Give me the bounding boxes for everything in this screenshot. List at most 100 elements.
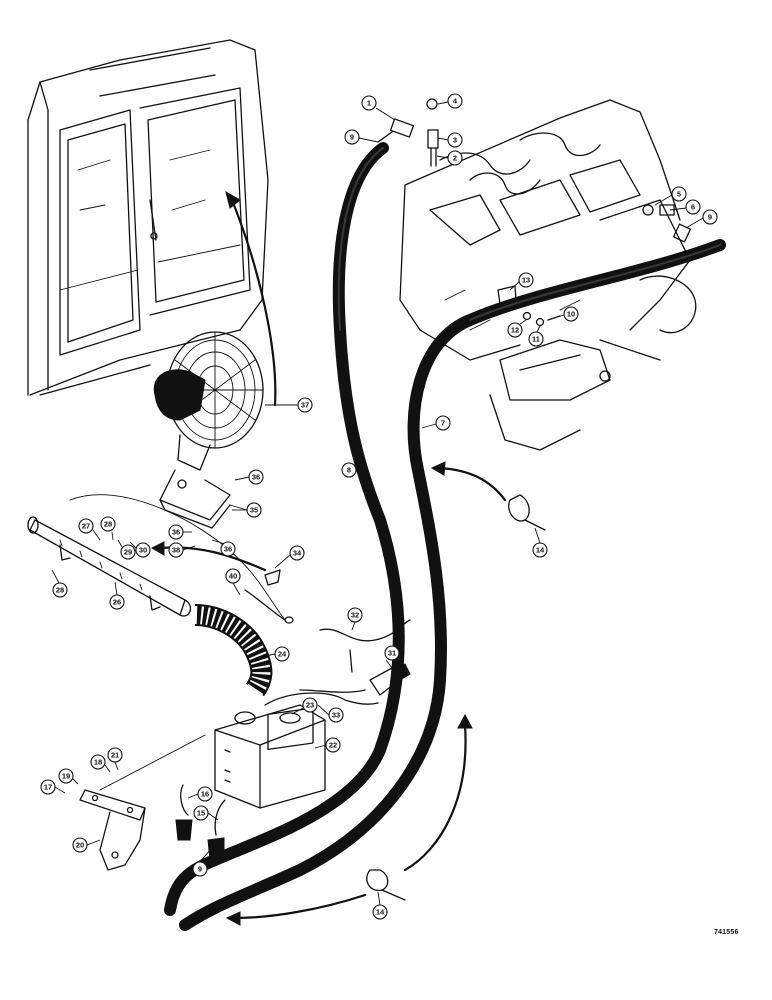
- callout-38: 38: [168, 542, 196, 558]
- callout-18: 18: [90, 754, 111, 773]
- svg-text:29: 29: [124, 548, 132, 557]
- callout-13: 13: [509, 272, 534, 291]
- callout-9c: 9: [192, 849, 211, 877]
- callout-7: 7: [421, 415, 451, 431]
- svg-text:14: 14: [536, 546, 545, 555]
- svg-text:36: 36: [252, 473, 260, 482]
- callout-3: 3: [437, 132, 463, 148]
- flexible-duct: [194, 604, 273, 697]
- callout-36b: 36: [168, 524, 192, 540]
- heater-hoses: [164, 142, 726, 931]
- callout-9b: 9: [685, 209, 718, 229]
- callout-17: 17: [40, 779, 66, 795]
- callout-37: 37: [265, 397, 313, 413]
- svg-text:3: 3: [453, 136, 457, 145]
- callout-23: 23: [291, 697, 318, 715]
- callout-36a: 36: [234, 469, 264, 485]
- callout-29: 29: [117, 539, 136, 560]
- callout-33: 33: [317, 704, 344, 723]
- svg-text:38: 38: [172, 546, 180, 555]
- callout-5: 5: [654, 186, 687, 206]
- cab-frame: [27, 39, 269, 396]
- callout-8: 8: [341, 462, 357, 478]
- hose-clamps: [175, 494, 546, 901]
- engine-fittings: [377, 98, 692, 327]
- svg-text:20: 20: [76, 841, 84, 850]
- callout-6: 6: [669, 199, 701, 215]
- callout-28a: 28: [51, 569, 68, 598]
- callout-26: 26: [109, 581, 125, 610]
- svg-text:18: 18: [94, 758, 102, 767]
- svg-text:32: 32: [351, 611, 359, 620]
- callout-10: 10: [553, 306, 579, 322]
- svg-text:12: 12: [511, 326, 519, 335]
- callouts: 1 2 3 4 5 6 7 8 9 9 9 10 11 12 13 14 14 …: [40, 93, 718, 920]
- svg-text:9: 9: [708, 213, 712, 222]
- svg-text:36: 36: [172, 528, 180, 537]
- callout-14a: 14: [532, 527, 548, 558]
- arrow-fan-to-cab: [230, 198, 277, 407]
- svg-text:6: 6: [691, 203, 695, 212]
- svg-text:37: 37: [301, 401, 309, 410]
- callout-27: 27: [78, 518, 101, 541]
- callout-30: 30: [129, 541, 151, 558]
- callout-12: 12: [507, 319, 527, 338]
- svg-text:9: 9: [350, 133, 354, 142]
- svg-text:33: 33: [332, 711, 340, 720]
- svg-text:9: 9: [198, 865, 202, 874]
- svg-text:22: 22: [329, 741, 337, 750]
- hose-7: [179, 239, 726, 931]
- callout-15: 15: [193, 805, 219, 821]
- svg-text:4: 4: [453, 97, 458, 106]
- callout-11: 11: [528, 325, 544, 347]
- svg-text:24: 24: [278, 650, 287, 659]
- callout-34: 34: [274, 545, 305, 569]
- svg-text:28: 28: [56, 586, 64, 595]
- svg-text:10: 10: [567, 310, 575, 319]
- svg-text:35: 35: [250, 506, 258, 515]
- callout-4: 4: [437, 93, 463, 109]
- svg-text:15: 15: [197, 809, 205, 818]
- svg-text:34: 34: [293, 549, 302, 558]
- svg-text:11: 11: [532, 335, 540, 344]
- callout-24: 24: [264, 646, 290, 662]
- wiring-and-switch: [244, 569, 411, 706]
- arrow-clamp-to-hose: [438, 466, 507, 502]
- callout-31: 31: [384, 645, 400, 669]
- callout-28b: 28: [100, 516, 116, 541]
- svg-text:14: 14: [376, 908, 385, 917]
- svg-text:1: 1: [367, 99, 371, 108]
- callout-1: 1: [361, 95, 396, 121]
- svg-text:36: 36: [224, 545, 232, 554]
- defroster-fan: [153, 331, 264, 529]
- arrow-clamp-upper: [403, 723, 467, 872]
- callout-19: 19: [58, 768, 79, 785]
- heater-box: [99, 704, 326, 809]
- figure-reference-number: 741556: [714, 929, 739, 936]
- svg-text:17: 17: [44, 783, 52, 792]
- callout-22: 22: [314, 737, 341, 753]
- engine-block: [399, 99, 697, 451]
- arrow-clamp-lower: [233, 893, 367, 920]
- svg-text:40: 40: [229, 572, 237, 581]
- svg-text:27: 27: [82, 522, 90, 531]
- svg-text:30: 30: [139, 546, 147, 555]
- svg-text:26: 26: [113, 598, 121, 607]
- callout-21: 21: [107, 747, 123, 771]
- callout-32: 32: [347, 607, 363, 631]
- callout-2: 2: [436, 150, 463, 166]
- svg-text:31: 31: [388, 649, 396, 658]
- svg-text:28: 28: [104, 520, 112, 529]
- callout-9a: 9: [344, 129, 379, 145]
- callout-14b: 14: [372, 891, 388, 920]
- callout-35: 35: [232, 502, 262, 518]
- svg-text:2: 2: [453, 154, 457, 163]
- callout-16: 16: [187, 786, 213, 802]
- svg-text:5: 5: [677, 190, 681, 199]
- svg-text:16: 16: [201, 790, 209, 799]
- svg-text:8: 8: [347, 466, 351, 475]
- callout-20: 20: [72, 837, 101, 853]
- svg-text:19: 19: [62, 772, 70, 781]
- svg-text:7: 7: [441, 419, 445, 428]
